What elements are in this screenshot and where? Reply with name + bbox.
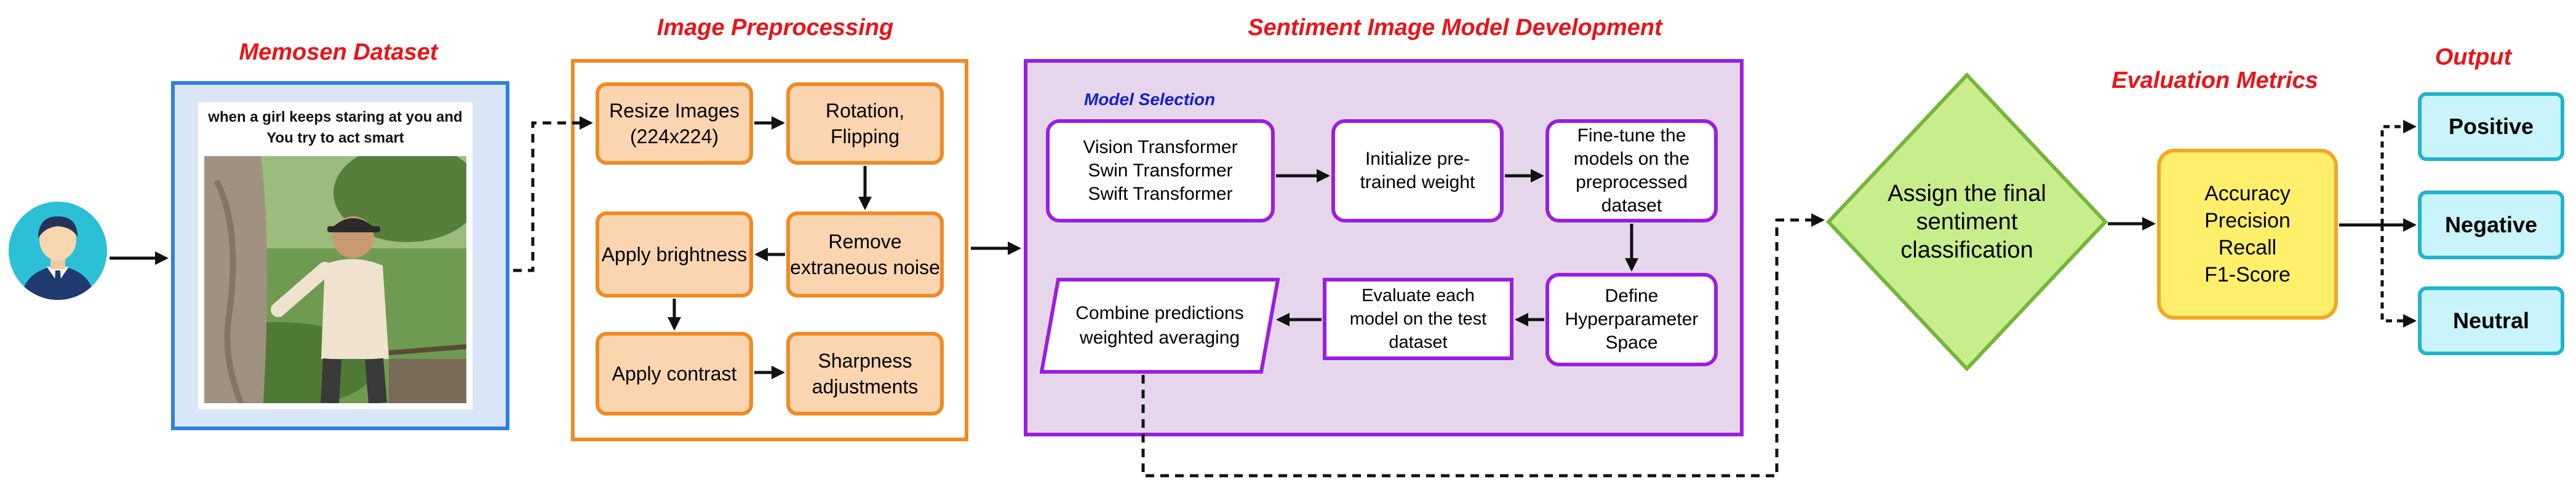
evaluate-model-box: Evaluate each model on the test dataset xyxy=(1323,278,1513,360)
metrics-title: Evaluation Metrics xyxy=(2110,66,2319,95)
arrow-dataset-to-preprocessing xyxy=(513,116,593,272)
transformer-swift: Swift Transformer xyxy=(1088,184,1233,204)
transformers-box: Vision Transformer Swin Transformer Swif… xyxy=(1046,119,1275,222)
transformer-vision: Vision Transformer xyxy=(1083,137,1238,157)
combine-predictions-text: Combine predictions weighted averaging xyxy=(1075,303,1244,348)
combine-predictions-shape: Combine predictions weighted averaging xyxy=(1040,278,1280,374)
arrow-branch-to-neutral xyxy=(2380,225,2417,328)
meme-photo xyxy=(204,156,466,403)
decision-text: Assign the final sentiment classificatio… xyxy=(1888,181,2046,263)
model-selection-label: Model Selection xyxy=(1084,90,1216,109)
model-title: Sentiment Image Model Development xyxy=(1248,15,1662,41)
dataset-title: Memosen Dataset xyxy=(239,39,438,65)
apply-contrast-box: Apply contrast xyxy=(596,332,753,415)
preprocessing-title: Image Preprocessing xyxy=(656,15,894,41)
meme-image: when a girl keeps staring at you and You… xyxy=(198,102,473,409)
meme-caption-line-1: when a girl keeps staring at you and xyxy=(208,109,463,125)
rotation-flipping-box: Rotation, Flipping xyxy=(786,82,944,165)
metric-f1: F1-Score xyxy=(2204,263,2291,286)
metric-precision: Precision xyxy=(2204,209,2291,232)
output-neutral: Neutral xyxy=(2418,286,2564,355)
sharpness-box: Sharpness adjustments xyxy=(786,332,944,415)
resize-images-box: Resize Images (224x224) xyxy=(596,82,753,165)
remove-noise-box: Remove extraneous noise xyxy=(786,211,944,297)
decision-diamond: Assign the final sentiment classificatio… xyxy=(1826,73,2108,371)
apply-brightness-box: Apply brightness xyxy=(596,211,753,297)
finetune-box: Fine-tune the models on the preprocessed… xyxy=(1545,119,1718,222)
metrics-box: Accuracy Precision Recall F1-Score xyxy=(2157,149,2338,320)
meme-caption-line-2: You try to act smart xyxy=(266,130,404,146)
metrics-title-text: Evaluation Metrics xyxy=(2111,68,2318,93)
output-title: Output xyxy=(2434,44,2512,70)
transformer-swin: Swin Transformer xyxy=(1088,160,1233,181)
arrow-branch-to-positive xyxy=(2380,120,2417,225)
metric-accuracy: Accuracy xyxy=(2204,182,2291,205)
metric-recall: Recall xyxy=(2218,236,2277,259)
arrow-combine-to-decision xyxy=(1141,213,1825,478)
output-positive: Positive xyxy=(2418,92,2564,161)
hyperparameter-box: Define Hyperparameter Space xyxy=(1545,273,1718,366)
meme-caption: when a girl keeps staring at you and You… xyxy=(198,107,473,149)
output-negative: Negative xyxy=(2418,191,2564,259)
user-avatar-icon xyxy=(9,202,107,300)
init-weights-box: Initialize pre-trained weight xyxy=(1331,119,1504,222)
